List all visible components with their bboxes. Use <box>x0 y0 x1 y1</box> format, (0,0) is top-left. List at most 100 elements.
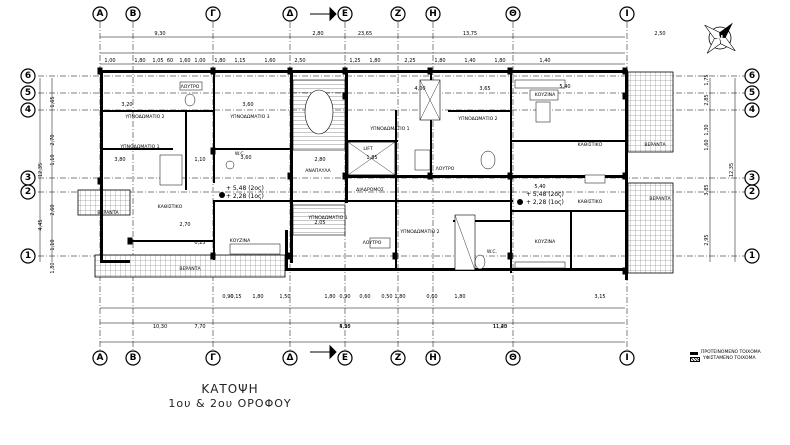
dimension-label: 1,25 <box>349 58 360 64</box>
dimension-label: 2,50 <box>654 31 665 37</box>
room-label: ΒΕΡΑΝΤΑ <box>649 196 671 202</box>
room-dimension: 3,65 <box>479 86 490 92</box>
svg-text:3: 3 <box>25 173 31 183</box>
fixtures <box>159 79 606 270</box>
svg-text:6: 6 <box>25 71 31 81</box>
grid-axis-bubble: Β <box>125 350 141 366</box>
svg-text:Ε: Ε <box>342 9 348 19</box>
dimension-label: 1,15 <box>234 58 245 64</box>
north-arrow-icon: N <box>704 22 736 54</box>
legend: ΠΡΟΤΕΙΝΟΜΕΝΟ ΤΟΙΧΟΜΑ ΥΦΙΣΤΑΜΕΝΟ ΤΟΙΧΟΜΑ <box>690 350 761 362</box>
room-label: W.C. <box>487 249 497 255</box>
drawing-subtitle: 1ου & 2ου ΟΡΟΦΟΥ <box>168 397 292 410</box>
legend-label: ΥΦΙΣΤΑΜΕΝΟ ΤΟΙΧΟΜΑ <box>703 356 756 361</box>
room-label: ΥΠΝΟΔΩΜΑΤΙΟ 1 <box>369 126 409 132</box>
svg-text:2: 2 <box>749 187 755 197</box>
grid-axis-bubble: Α <box>92 6 108 22</box>
dimension-label: 1,75 <box>704 74 710 85</box>
grid-axis-bubble: Ε <box>337 6 353 22</box>
room-dimension: 3,80 <box>114 157 125 163</box>
svg-text:Ε: Ε <box>342 353 348 363</box>
dimension-label: 1,40 <box>464 58 475 64</box>
dimension-label: 3,15 <box>594 294 605 300</box>
level-right-upper: + 5,48 (2ος) <box>526 191 564 198</box>
proposed-wall-swatch <box>690 351 698 355</box>
level-left-upper: + 5,48 (2ος) <box>226 185 264 192</box>
level-left-lower: + 2,28 (1ος) <box>226 193 264 200</box>
grid-axis-bubble: Ι <box>619 350 635 366</box>
svg-text:Θ: Θ <box>509 353 517 363</box>
room-label: ΚΑΘΙΣΤΙΚΟ <box>158 204 183 210</box>
svg-text:4: 4 <box>749 105 755 115</box>
dimension-label: 0,15 <box>230 294 241 300</box>
room-label: ΒΕΡΑΝΤΑ <box>644 142 666 148</box>
grid-axis-bubble: Α <box>92 350 108 366</box>
room-label: ΚΟΥΖΙΝΑ <box>535 92 556 98</box>
dimension-label: 2,80 <box>312 31 323 37</box>
dimension-label: 1,10 <box>50 154 56 165</box>
dimension-label: 0,90 <box>339 294 350 300</box>
svg-text:Γ: Γ <box>210 9 216 19</box>
svg-text:5: 5 <box>25 88 31 98</box>
svg-text:Ζ: Ζ <box>395 9 402 19</box>
svg-text:Α: Α <box>97 353 104 363</box>
room-label: LIFT <box>363 146 372 152</box>
svg-text:Δ: Δ <box>287 9 294 19</box>
grid-axis-bubble: 1 <box>744 248 760 264</box>
room-label: ΚΟΥΖΙΝΑ <box>230 238 251 244</box>
dimension-label: 12,35 <box>729 163 735 177</box>
svg-text:Θ: Θ <box>509 9 517 19</box>
grid-axis-bubble: Β <box>125 6 141 22</box>
grid-axis-bubble: Θ <box>505 6 521 22</box>
existing-wall-swatch <box>690 356 700 362</box>
room-dimension: 2,80 <box>314 157 325 163</box>
dimension-label: 1,80 <box>454 294 465 300</box>
grid-axis-bubble: Γ <box>205 6 221 22</box>
room-dimension: 5,40 <box>559 84 570 90</box>
room-label: ΥΠΝΟΔΩΜΑΤΙΟ 2 <box>399 229 439 235</box>
dimension-lines <box>39 36 736 343</box>
dimension-label: 11,20 <box>493 324 507 330</box>
dimension-label: 13,75 <box>463 31 477 37</box>
title-block: ΚΑΤΟΨΗ 1ου & 2ου ΟΡΟΦΟΥ <box>160 382 300 411</box>
grid-axis-bubble: 1 <box>20 248 36 264</box>
room-labels: ΥΠΝΟΔΩΜΑΤΙΟ 2 ΥΠΝΟΔΩΜΑΤΙΟ 3 ΥΠΝΟΔΩΜΑΤΙΟ … <box>97 84 671 272</box>
grid-axis-bubble: 6 <box>744 68 760 84</box>
dimension-label: 2,95 <box>704 234 710 245</box>
dimension-label: 1,80 <box>50 262 56 273</box>
room-label: ΛΟΥΤΡΟ <box>363 240 382 246</box>
dimension-label: 4,90 <box>339 324 350 330</box>
dimension-label: 7,70 <box>194 324 205 330</box>
structural-columns <box>97 67 628 275</box>
dimension-label: 60 <box>167 58 173 64</box>
dimension-label: 1,30 <box>704 124 710 135</box>
room-label: ΔΙΑΔΡΟΜΟΣ <box>356 187 384 193</box>
room-label: ΥΠΝΟΔΩΜΑΤΙΟ 1 <box>307 215 347 221</box>
dimension-label: 0,50 <box>381 294 392 300</box>
room-label: ΒΕΡΑΝΤΑ <box>179 266 201 272</box>
room-label: ΛΟΥΤΡΟ <box>181 84 200 90</box>
svg-text:Α: Α <box>97 9 104 19</box>
dimension-label: 2,85 <box>704 94 710 105</box>
legend-item: ΥΦΙΣΤΑΜΕΝΟ ΤΟΙΧΟΜΑ <box>690 356 761 362</box>
svg-text:1: 1 <box>25 251 31 261</box>
dimension-label: 1,80 <box>369 58 380 64</box>
svg-text:Β: Β <box>130 9 137 19</box>
interior-walls <box>103 73 628 273</box>
dimension-label: 1,80 <box>252 294 263 300</box>
section-arrows <box>310 6 337 360</box>
dimension-label: 1,80 <box>134 58 145 64</box>
grid-axis-bubble: Η <box>425 350 441 366</box>
svg-text:5: 5 <box>749 88 755 98</box>
dimension-label: 2,50 <box>294 58 305 64</box>
dimension-label: 1,50 <box>279 294 290 300</box>
grid-axis-bubble: Η <box>425 6 441 22</box>
room-dimension: 0,25 <box>194 240 205 246</box>
legend-item: ΠΡΟΤΕΙΝΟΜΕΝΟ ΤΟΙΧΟΜΑ <box>690 350 761 356</box>
svg-text:Β: Β <box>130 353 137 363</box>
svg-text:Δ: Δ <box>287 353 294 363</box>
grid-axis-bubble: 4 <box>20 102 36 118</box>
room-label: ΥΠΝΟΔΩΜΑΤΙΟ 3 <box>229 114 269 120</box>
svg-text:Ζ: Ζ <box>395 353 402 363</box>
